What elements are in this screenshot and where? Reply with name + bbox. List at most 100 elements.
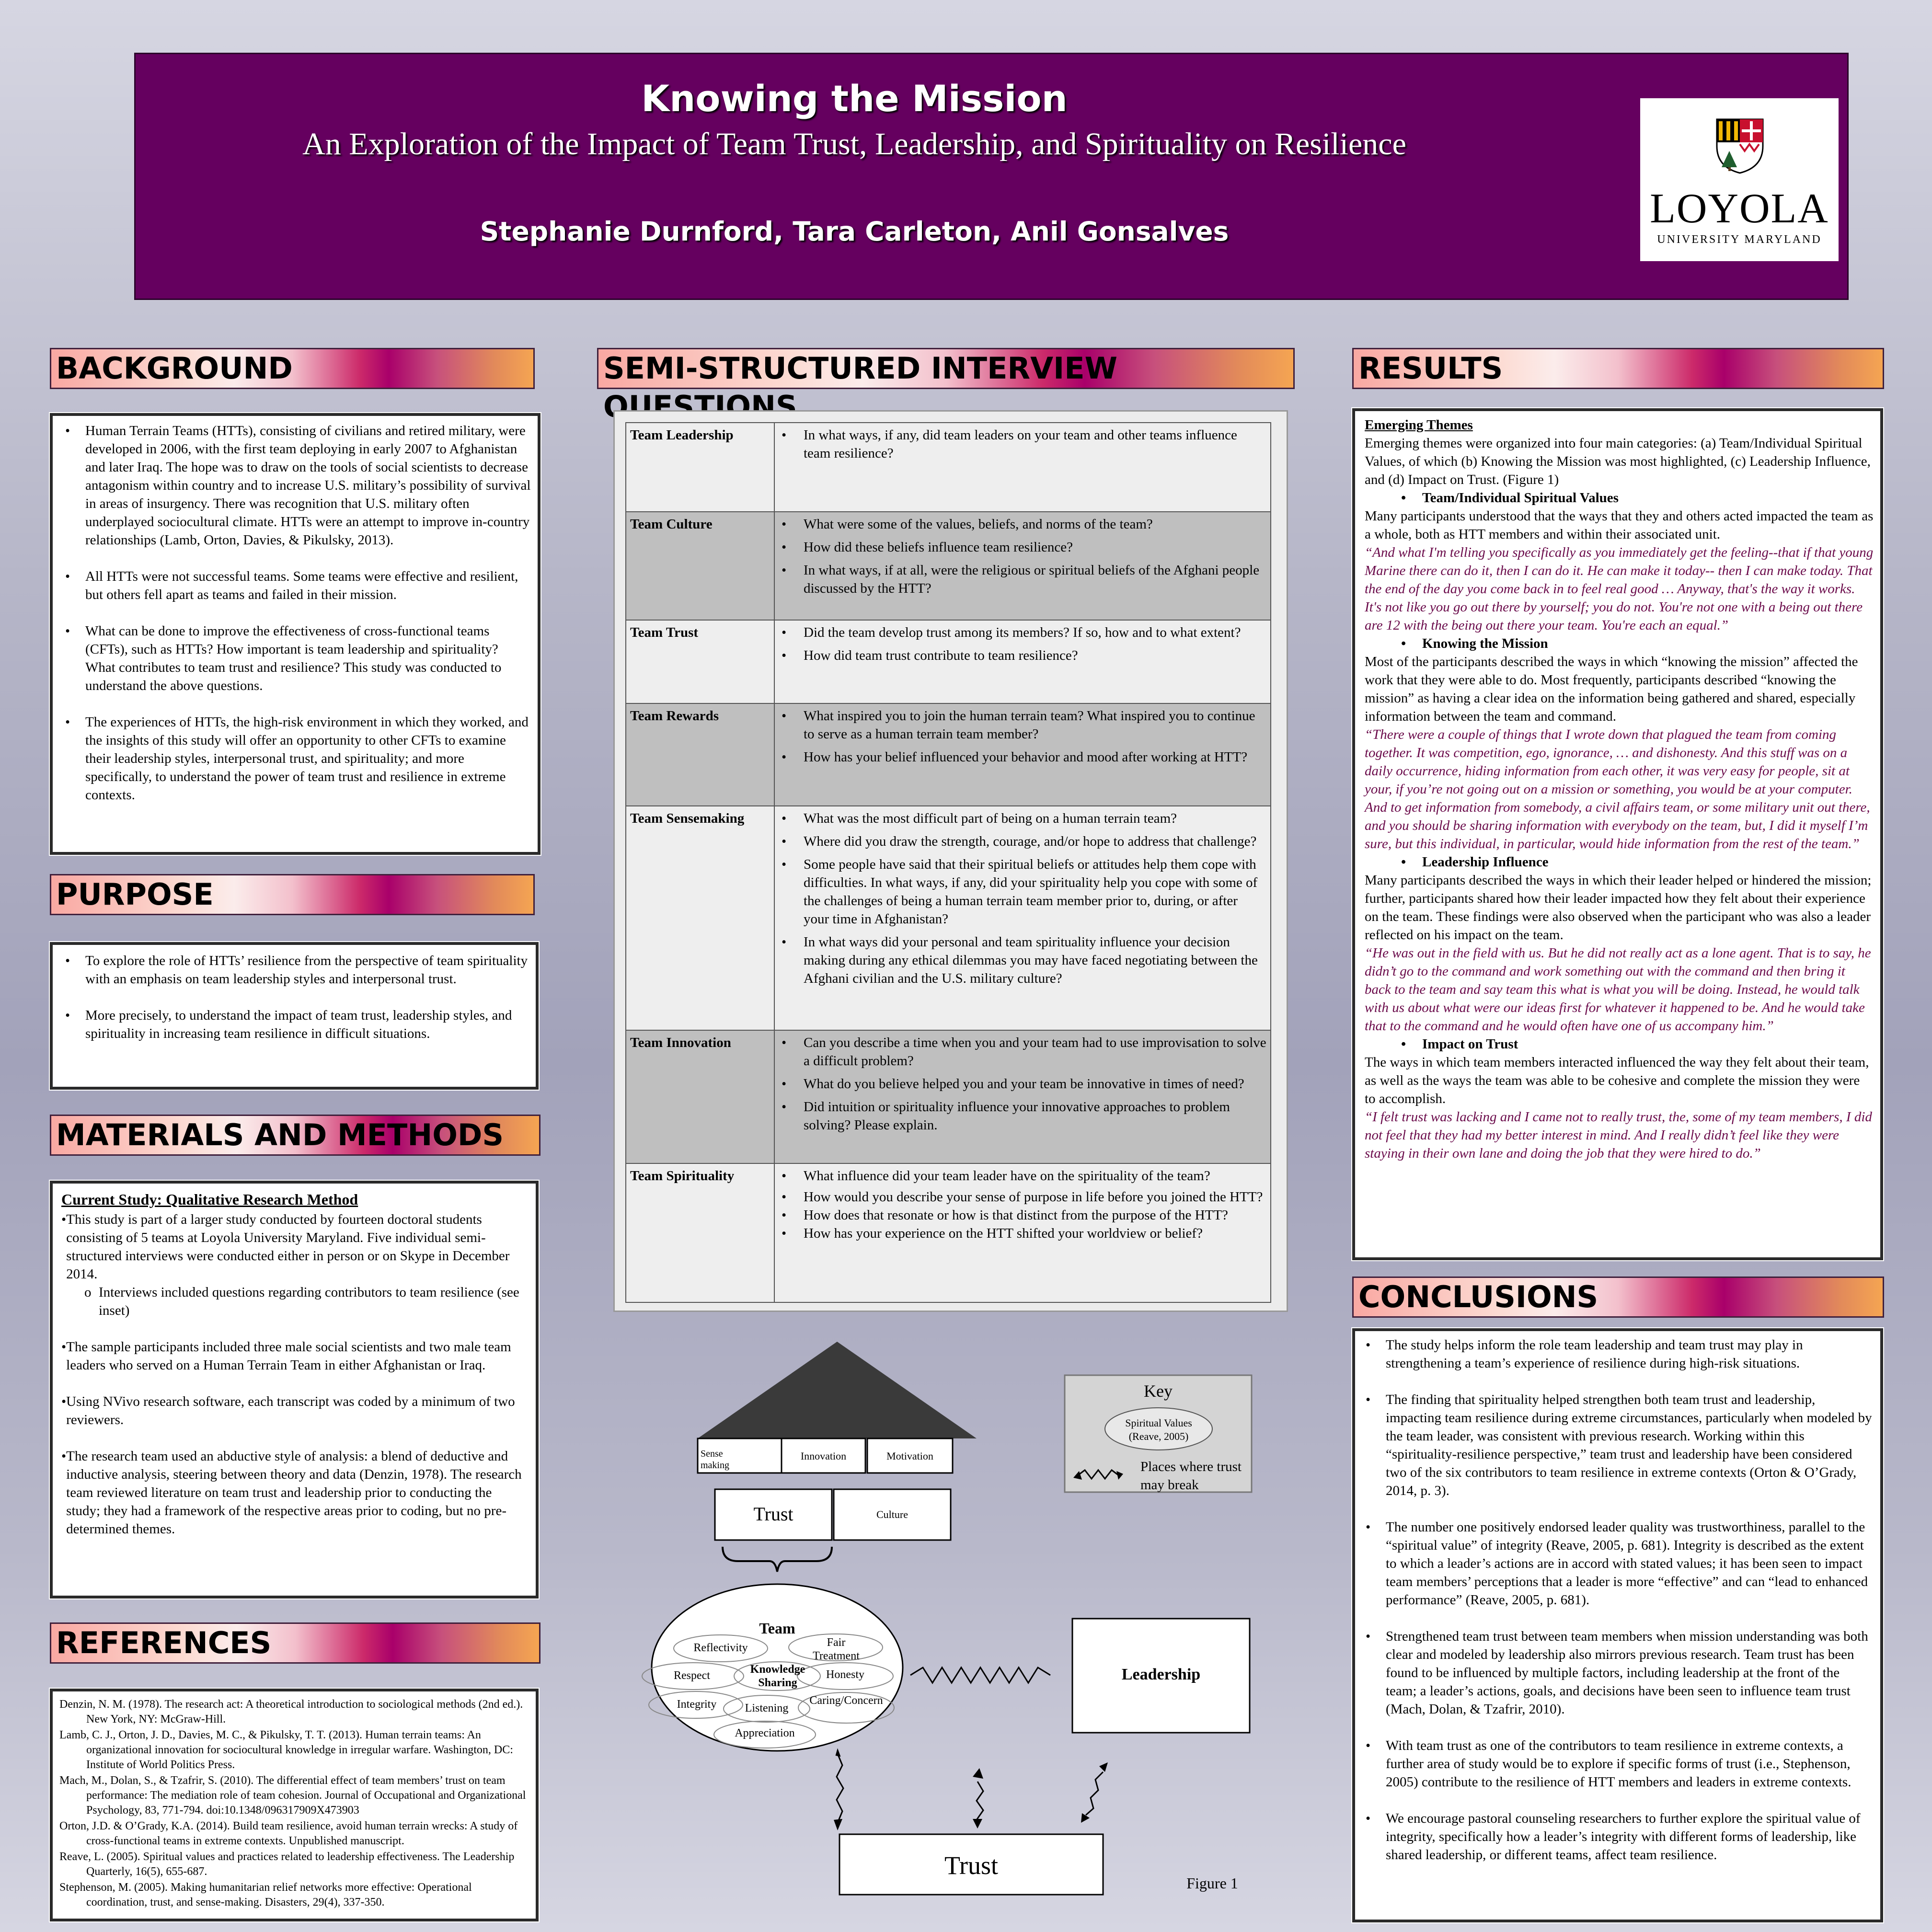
house-culture-label: Culture bbox=[876, 1508, 908, 1520]
key-title: Key bbox=[1144, 1381, 1173, 1401]
value-label: Knowledge Sharing bbox=[750, 1663, 805, 1689]
question-item: Some people have said that their spiritu… bbox=[779, 855, 1266, 928]
purpose-bullet: More precisely, to understand the impact… bbox=[58, 1006, 529, 1043]
reference-item: Lamb, C. J., Orton, J. D., Davies, M. C.… bbox=[59, 1729, 513, 1771]
brace-connector bbox=[722, 1546, 833, 1572]
question-item: Did the team develop trust among its mem… bbox=[779, 623, 1266, 642]
question-category: Team Innovation bbox=[625, 1030, 775, 1164]
question-category: Team Culture bbox=[625, 511, 775, 621]
conclusion-bullet: We encourage pastoral counseling researc… bbox=[1359, 1809, 1874, 1864]
conclusion-bullet: Strengthened team trust between team mem… bbox=[1359, 1627, 1874, 1718]
methods-heading: MATERIALS AND METHODS bbox=[50, 1115, 540, 1156]
question-item: What do you believe helped you and your … bbox=[779, 1075, 1266, 1093]
bottom-trust-label: Trust bbox=[944, 1851, 999, 1880]
references-box: Denzin, N. M. (1978). The research act: … bbox=[49, 1688, 540, 1922]
value-label: Caring/Concern bbox=[809, 1694, 883, 1707]
question-item: How has your experience on the HTT shift… bbox=[779, 1224, 1266, 1242]
theme-quote: “He was out in the field with us. But he… bbox=[1365, 945, 1871, 1034]
purpose-box: To explore the role of HTTs’ resilience … bbox=[49, 941, 540, 1091]
background-bullet: Human Terrain Teams (HTTs), consisting o… bbox=[58, 422, 531, 549]
results-subheading: Emerging Themes bbox=[1365, 417, 1473, 433]
methods-paragraph: Using NVivo research software, each tran… bbox=[66, 1394, 515, 1427]
methods-subheading: Current Study: Qualitative Research Meth… bbox=[61, 1191, 358, 1208]
table-row: Team Sensemaking What was the most diffi… bbox=[625, 805, 1271, 1031]
table-row: Team Leadership In what ways, if any, di… bbox=[625, 422, 1271, 512]
question-category: Team Spirituality bbox=[625, 1163, 775, 1303]
value-label: Listening bbox=[745, 1702, 789, 1714]
key-break-icon bbox=[1077, 1469, 1120, 1480]
theme-quote: “And what I'm telling you specifically a… bbox=[1365, 545, 1874, 633]
question-item: In what ways, if any, did team leaders o… bbox=[779, 426, 1266, 462]
reference-item: Denzin, N. M. (1978). The research act: … bbox=[59, 1698, 523, 1725]
background-bullet: What can be done to improve the effectiv… bbox=[58, 622, 531, 695]
methods-subpoint: Interviews included questions regarding … bbox=[99, 1285, 519, 1318]
question-item: What were some of the values, beliefs, a… bbox=[779, 515, 1266, 533]
methods-paragraph: The research team used an abductive styl… bbox=[66, 1449, 522, 1537]
question-category: Team Leadership bbox=[625, 422, 775, 512]
theme-title: Impact on Trust bbox=[1365, 1035, 1874, 1053]
table-row: Team Rewards What inspired you to join t… bbox=[625, 703, 1271, 806]
table-row: Team Spirituality What influence did you… bbox=[625, 1163, 1271, 1303]
table-row: Team Innovation Can you describe a time … bbox=[625, 1030, 1271, 1164]
question-item: How did these beliefs influence team res… bbox=[779, 538, 1266, 556]
value-label: Integrity bbox=[677, 1698, 717, 1711]
question-item: What was the most difficult part of bein… bbox=[779, 809, 1266, 828]
conclusion-bullet: The finding that spirituality helped str… bbox=[1359, 1391, 1874, 1500]
question-item: In what ways, if at all, were the religi… bbox=[779, 561, 1266, 598]
poster-subtitle: An Exploration of the Impact of Team Tru… bbox=[302, 126, 1406, 161]
team-ellipse bbox=[651, 1583, 904, 1752]
title-banner: Knowing the Mission An Exploration of th… bbox=[134, 53, 1849, 300]
key-break-label: Places where trust may break bbox=[1140, 1459, 1242, 1493]
purpose-heading: PURPOSE bbox=[50, 874, 535, 915]
question-item: Where did you draw the strength, courage… bbox=[779, 832, 1266, 851]
methods-paragraph: This study is part of a larger study con… bbox=[66, 1212, 510, 1282]
theme-text: The ways in which team members interacte… bbox=[1365, 1055, 1869, 1106]
house-roof bbox=[698, 1342, 977, 1438]
purpose-bullet: To explore the role of HTTs’ resilience … bbox=[58, 952, 529, 988]
table-row: Team Culture What were some of the value… bbox=[625, 511, 1271, 621]
references-heading: REFERENCES bbox=[50, 1622, 540, 1664]
value-label: Honesty bbox=[826, 1668, 864, 1681]
table-row: Team Trust Did the team develop trust am… bbox=[625, 620, 1271, 704]
background-heading: BACKGROUND bbox=[50, 348, 535, 389]
question-item: How does that resonate or how is that di… bbox=[779, 1206, 1266, 1224]
figure-diagram bbox=[642, 1342, 1253, 1896]
reference-item: Mach, M., Dolan, S., & Tzafrir, S. (2010… bbox=[59, 1774, 526, 1817]
question-item: How has your belief influenced your beha… bbox=[779, 748, 1266, 766]
house-cell-label: Motivation bbox=[886, 1450, 933, 1462]
question-category: Team Rewards bbox=[625, 703, 775, 806]
methods-box: Current Study: Qualitative Research Meth… bbox=[49, 1180, 540, 1599]
question-item: In what ways did your personal and team … bbox=[779, 933, 1266, 988]
crest-icon bbox=[1716, 118, 1764, 174]
reference-item: Reave, L. (2005). Spiritual values and p… bbox=[59, 1851, 515, 1878]
background-bullet: The experiences of HTTs, the high-risk e… bbox=[58, 713, 531, 804]
question-item: Did intuition or spirituality influence … bbox=[779, 1098, 1266, 1134]
theme-title: Team/Individual Spiritual Values bbox=[1365, 489, 1874, 507]
methods-paragraph: The sample participants included three m… bbox=[66, 1339, 511, 1373]
figure-caption: Figure 1 bbox=[1186, 1874, 1238, 1892]
theme-title: Knowing the Mission bbox=[1365, 634, 1874, 653]
conclusion-bullet: With team trust as one of the contributo… bbox=[1359, 1736, 1874, 1791]
question-item: Can you describe a time when you and you… bbox=[779, 1034, 1266, 1070]
value-label: Fair Treatment bbox=[813, 1636, 860, 1662]
question-item: What inspired you to join the human terr… bbox=[779, 707, 1266, 743]
leadership-label: Leadership bbox=[1121, 1666, 1201, 1683]
question-item: How would you describe your sense of pur… bbox=[779, 1188, 1266, 1206]
value-label: Respect bbox=[674, 1669, 710, 1682]
background-bullet: All HTTs were not successful teams. Some… bbox=[58, 567, 531, 604]
background-box: Human Terrain Teams (HTTs), consisting o… bbox=[49, 412, 541, 856]
house-trust-label: Trust bbox=[753, 1503, 794, 1525]
theme-text: Many participants described the ways in … bbox=[1365, 873, 1872, 943]
conclusion-bullet: The number one positively endorsed leade… bbox=[1359, 1518, 1874, 1609]
figure-1: Sense making Innovation Motivation Trust… bbox=[623, 1337, 1303, 1912]
leadership-box bbox=[1071, 1618, 1251, 1734]
logo-wordmark: LOYOLA bbox=[1650, 185, 1829, 232]
interview-heading: SEMI-STRUCTURED INTERVIEW QUESTIONS bbox=[597, 348, 1295, 424]
conclusions-heading: CONCLUSIONS bbox=[1352, 1276, 1884, 1318]
results-heading: RESULTS bbox=[1352, 348, 1884, 389]
poster-title: Knowing the Mission bbox=[641, 77, 1068, 120]
results-box: Emerging Themes Emerging themes were org… bbox=[1351, 407, 1884, 1261]
interview-panel: Team Leadership In what ways, if any, di… bbox=[613, 410, 1288, 1312]
question-category: Team Trust bbox=[625, 620, 775, 704]
bottom-trust-box bbox=[839, 1833, 1104, 1896]
